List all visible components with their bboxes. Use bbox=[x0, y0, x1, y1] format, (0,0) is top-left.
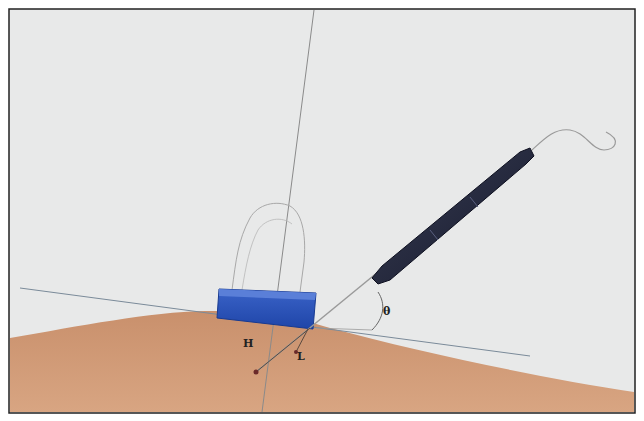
needle-path-line bbox=[256, 328, 310, 372]
angle-arc bbox=[372, 292, 383, 330]
needle-shaft bbox=[256, 272, 378, 372]
tangent-line bbox=[20, 288, 530, 356]
needle-handle bbox=[470, 197, 478, 207]
geometry-line bbox=[296, 329, 308, 352]
needle-cable bbox=[532, 130, 615, 150]
picture-frame bbox=[9, 9, 635, 413]
dimension-label: θ bbox=[383, 306, 390, 317]
probe-outline bbox=[242, 219, 292, 290]
probe-head bbox=[217, 289, 316, 329]
probe-outline bbox=[232, 203, 305, 292]
target-point bbox=[254, 370, 259, 375]
probe-axis-line bbox=[262, 10, 314, 412]
dimension-label: H bbox=[243, 338, 253, 349]
angle-leg bbox=[316, 328, 372, 330]
skin-tissue bbox=[10, 311, 634, 412]
dimension-label: L bbox=[297, 351, 305, 362]
needle-handle bbox=[430, 230, 438, 240]
needle-handle bbox=[372, 148, 534, 284]
probe-head bbox=[219, 289, 316, 300]
